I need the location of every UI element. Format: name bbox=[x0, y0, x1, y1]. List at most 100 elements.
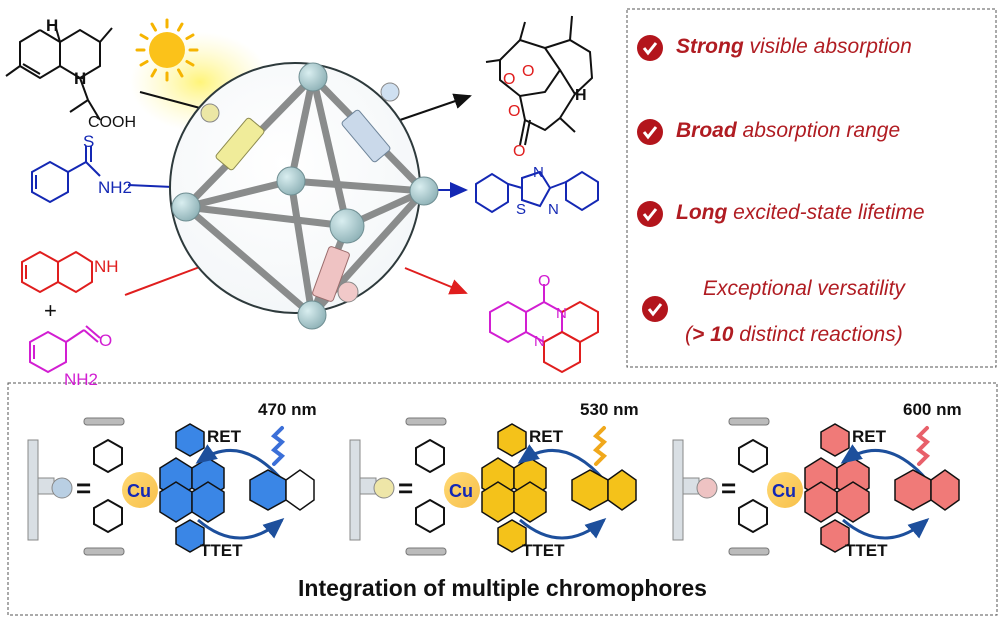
ttet-label: TTET bbox=[845, 541, 888, 560]
ret-arrow bbox=[840, 444, 929, 481]
artemisinin-O3: O bbox=[508, 103, 520, 120]
cage-edge bbox=[287, 177, 316, 319]
ret-label: RET bbox=[207, 427, 242, 446]
wavelength-label: 530 nm bbox=[580, 400, 639, 419]
thiadiazole-S: S bbox=[516, 201, 526, 218]
linker-ball bbox=[51, 477, 73, 499]
wavelength-label: 470 nm bbox=[258, 400, 317, 419]
cu-label: Cu bbox=[127, 481, 151, 501]
pyridine-ring bbox=[738, 498, 768, 534]
equals-sign: = bbox=[721, 473, 736, 503]
ttet-label: TTET bbox=[522, 541, 565, 560]
artemisinin-O1: O bbox=[503, 71, 515, 88]
bar-bottom bbox=[83, 547, 125, 556]
cu-label: Cu bbox=[449, 481, 473, 501]
arrow-out-quinazolinone bbox=[404, 267, 468, 295]
feature-3: Long excited-state lifetime bbox=[676, 201, 925, 224]
thioamide-S-label: S bbox=[83, 132, 94, 151]
cage-edge bbox=[287, 177, 428, 195]
linker-blue bbox=[341, 109, 391, 163]
ret-label: RET bbox=[852, 427, 887, 446]
cu-label: Cu bbox=[772, 481, 796, 501]
wavelength-label: 600 nm bbox=[903, 400, 962, 419]
acid-H2-label: H bbox=[74, 69, 86, 88]
acid-cooh-label: COOH bbox=[88, 114, 136, 131]
antenna-ring bbox=[249, 469, 287, 511]
antenna-ring bbox=[285, 469, 315, 511]
feature-2: Broad absorption range bbox=[676, 119, 901, 142]
linker-stub bbox=[682, 477, 700, 495]
product-thiadiazole bbox=[475, 170, 599, 214]
check-icon bbox=[642, 296, 668, 322]
check-icon bbox=[637, 119, 663, 145]
pyridine-ring bbox=[415, 498, 445, 534]
light-ray-icon bbox=[592, 426, 608, 466]
chromophores-frame bbox=[7, 382, 998, 616]
substrate-aminobenzaldehyde bbox=[29, 325, 101, 374]
chromophore-panel-1: = Cu RET TTET 470 nm bbox=[27, 400, 317, 560]
thiadiazole-N2: N bbox=[548, 201, 559, 218]
linker-yellow bbox=[215, 117, 265, 171]
ttet-arrow bbox=[519, 518, 607, 540]
cage-edge bbox=[182, 203, 351, 230]
ttet-arrow bbox=[197, 518, 285, 540]
bar-bottom bbox=[728, 547, 770, 556]
feature-4: Exceptional versatility bbox=[703, 277, 905, 300]
linker-pink bbox=[312, 246, 350, 302]
substrate-tetrahydroisoquinoline bbox=[21, 250, 93, 294]
light-ray-icon bbox=[915, 426, 931, 466]
caption: Integration of multiple chromophores bbox=[298, 575, 707, 601]
equals-sign: = bbox=[398, 473, 413, 503]
arrow-out-artemisinin bbox=[399, 93, 472, 121]
bar-top bbox=[728, 417, 770, 426]
cage-node bbox=[298, 62, 328, 92]
ttet-label: TTET bbox=[200, 541, 243, 560]
feature-4-detail: (> 10 distinct reactions) bbox=[685, 323, 903, 346]
ret-label: RET bbox=[529, 427, 564, 446]
substrate-thiobenzamide bbox=[31, 146, 101, 204]
cage-edge bbox=[182, 177, 295, 211]
chromophore-panel-3: = Cu RET TTET 600 nm bbox=[672, 400, 962, 560]
thioamide-NH2-label: NH2 bbox=[98, 178, 132, 197]
bar-top bbox=[83, 417, 125, 426]
pyridine-ring bbox=[93, 498, 123, 534]
pyridine-ring bbox=[738, 438, 768, 474]
chromophore-panel-2: = Cu RET TTET 530 nm bbox=[349, 400, 639, 560]
substrate-dihydroartemisinic-acid bbox=[5, 27, 113, 121]
antenna-ring bbox=[607, 469, 637, 511]
antenna-ring bbox=[571, 469, 609, 511]
linker-bar bbox=[349, 439, 361, 541]
cu-center bbox=[444, 472, 480, 508]
linker-ball bbox=[373, 477, 395, 499]
antenna-ring bbox=[930, 469, 960, 511]
equals-sign: = bbox=[76, 473, 91, 503]
cu-center bbox=[767, 472, 803, 508]
thiadiazole-N1: N bbox=[533, 164, 544, 181]
arrow-in-amine bbox=[124, 264, 206, 296]
artemisinin-O2: O bbox=[522, 63, 534, 80]
linker-stub bbox=[37, 477, 55, 495]
linker-bar bbox=[27, 439, 39, 541]
dye-core bbox=[804, 423, 870, 553]
product-artemisinin bbox=[485, 15, 594, 146]
quinazolinone-O: O bbox=[538, 273, 550, 290]
aldehyde-O-label: O bbox=[99, 331, 112, 350]
bar-bottom bbox=[405, 547, 447, 556]
amine-NH-label: NH bbox=[94, 257, 119, 276]
check-icon bbox=[637, 35, 663, 61]
product-quinazolinone bbox=[489, 284, 599, 374]
aniline-NH2-label: NH2 bbox=[64, 370, 98, 389]
light-ray-icon bbox=[270, 426, 286, 466]
cage-node bbox=[329, 208, 365, 244]
bar-top bbox=[405, 417, 447, 426]
artemisinin-H: H bbox=[575, 87, 587, 104]
quinazolinone-N2: N bbox=[534, 333, 545, 350]
feature-1: Strong visible absorption bbox=[676, 35, 912, 58]
ret-arrow bbox=[517, 444, 606, 481]
cu-center bbox=[122, 472, 158, 508]
cage-node bbox=[409, 176, 439, 206]
pyridine-ring bbox=[415, 438, 445, 474]
artemisinin-O4: O bbox=[513, 143, 525, 160]
acid-H-label: H bbox=[46, 16, 58, 35]
cage-edge bbox=[182, 203, 316, 319]
